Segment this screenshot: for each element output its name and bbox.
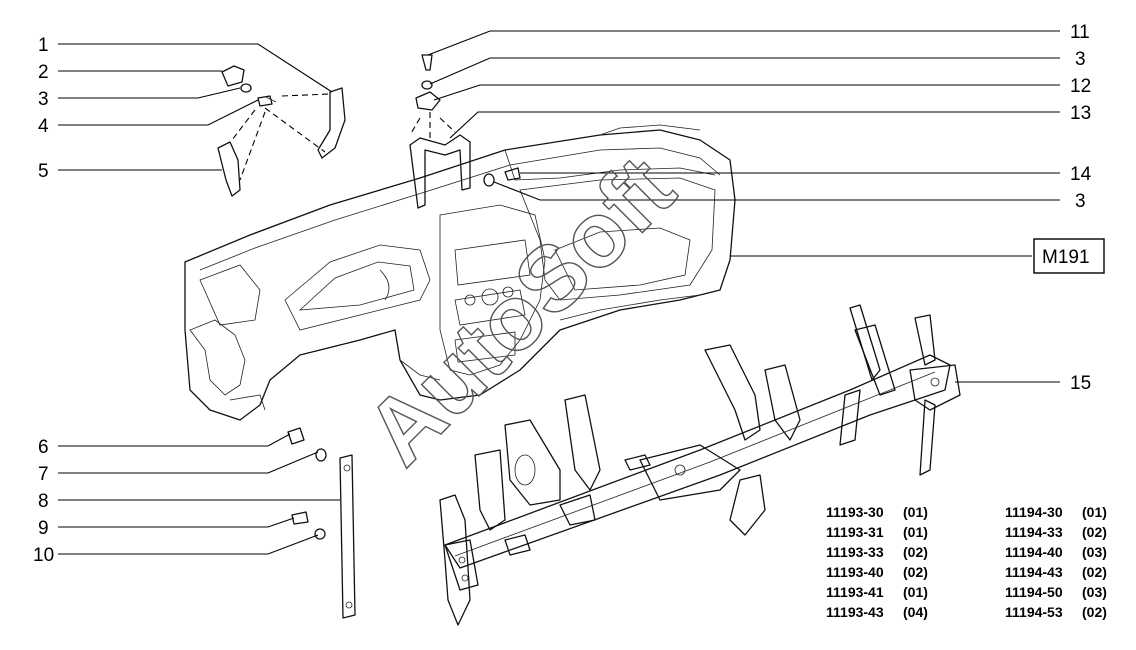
clip-2-drawing (221, 65, 245, 87)
left-qty-6: (04) (903, 604, 928, 620)
callout-4: 4 (38, 116, 49, 137)
bracket-5-drawing (217, 141, 241, 197)
callout-labels: 1 2 3 4 5 6 7 8 9 10 11 3 12 13 14 3 15 (33, 22, 1092, 566)
instrument-panel-drawing (184, 124, 736, 421)
reference-box: M191 (1033, 238, 1105, 274)
right-qty-6: (02) (1082, 604, 1107, 620)
callout-9: 9 (38, 518, 49, 539)
left-code-6: 11193-43 (826, 604, 884, 620)
right-qty-2: (02) (1082, 524, 1107, 540)
watermark: AutoSoft (347, 137, 694, 484)
cross-member-drawing (439, 304, 961, 626)
leader-lines (58, 30, 1060, 555)
applicability-table: 11193-30 (01) 11193-31 (01) 11193-33 (02… (826, 504, 1107, 620)
right-code-4: 11194-43 (1005, 564, 1063, 580)
strip-8-drawing (339, 454, 356, 619)
left-qty-1: (01) (903, 504, 928, 520)
screw-11-drawing (421, 54, 433, 71)
right-code-6: 11194-53 (1005, 604, 1063, 620)
reference-box-label: M191 (1042, 247, 1090, 268)
bracket-1-drawing (317, 87, 346, 159)
left-code-1: 11193-30 (826, 504, 884, 520)
right-code-2: 11194-33 (1005, 524, 1063, 540)
screw-6-drawing (287, 427, 305, 445)
nut-10-drawing (314, 528, 326, 540)
right-code-3: 11194-40 (1005, 544, 1063, 560)
callout-7: 7 (38, 464, 49, 485)
nut-7-drawing (315, 448, 327, 462)
clip-12-drawing (415, 91, 441, 111)
nut-3-top-drawing (421, 80, 433, 90)
right-qty-4: (02) (1082, 564, 1107, 580)
left-code-2: 11193-31 (826, 524, 884, 540)
callout-3c: 3 (1075, 191, 1086, 212)
callout-3a: 3 (38, 89, 49, 110)
right-qty-3: (03) (1082, 544, 1107, 560)
left-code-4: 11193-40 (826, 564, 884, 580)
screw-4-drawing (257, 95, 277, 107)
callout-6: 6 (38, 437, 49, 458)
callout-10: 10 (33, 545, 54, 566)
callout-3b: 3 (1075, 49, 1086, 70)
right-qty-5: (03) (1082, 584, 1107, 600)
callout-5: 5 (38, 161, 49, 182)
left-qty-3: (02) (903, 544, 928, 560)
left-qty-2: (01) (903, 524, 928, 540)
callout-13: 13 (1070, 103, 1091, 124)
left-qty-4: (02) (903, 564, 928, 580)
callout-8: 8 (38, 491, 49, 512)
callout-15: 15 (1070, 373, 1091, 394)
nut-3-drawing (240, 83, 252, 93)
callout-12: 12 (1070, 76, 1091, 97)
right-code-5: 11194-50 (1005, 584, 1063, 600)
left-code-3: 11193-33 (826, 544, 884, 560)
callout-2: 2 (38, 62, 49, 83)
nut-3-mid-drawing (483, 173, 495, 187)
callout-14: 14 (1070, 164, 1092, 185)
bracket-13-drawing (409, 134, 471, 209)
screw-9-drawing (291, 511, 309, 525)
left-qty-5: (01) (903, 584, 928, 600)
callout-1: 1 (38, 35, 49, 56)
left-code-5: 11193-41 (826, 584, 884, 600)
screw-14-drawing (504, 167, 521, 181)
callout-11: 11 (1070, 22, 1090, 43)
right-qty-1: (01) (1082, 504, 1107, 520)
right-code-1: 11194-30 (1005, 504, 1063, 520)
